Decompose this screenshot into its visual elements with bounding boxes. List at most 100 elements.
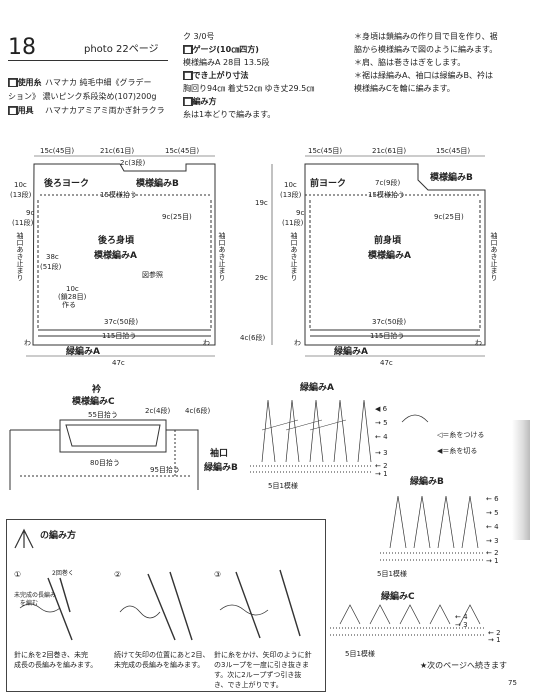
yarn-text-2: ション》 濃いピンク系段染め(107)200g	[8, 92, 157, 101]
back-start-3: 作る	[62, 301, 76, 309]
edge-a-row-4: ← 4	[375, 433, 388, 441]
howto-box	[6, 519, 326, 692]
caption-2-line-2: 未完成の長編みを編みます。	[114, 661, 205, 669]
caption-3-line-4: き、でき上がりです。	[214, 681, 283, 689]
step-3-num: ③	[214, 570, 222, 579]
back-side-left2: (11段)	[12, 219, 34, 227]
front-side-left2: (11段)	[282, 219, 304, 227]
howto-title: の編み方	[40, 531, 77, 541]
edge-c-row-1: → 1	[488, 636, 501, 644]
back-side-left: 9c	[26, 209, 35, 217]
photo-reference: photo 22ページ	[84, 44, 159, 55]
method-value: 糸は1本どりで編みます。	[183, 110, 276, 119]
collar-pick: 55目拾う	[88, 411, 118, 419]
collar-depth: 2c(4段)	[145, 407, 171, 415]
back-shoulder-left2: (13段)	[10, 191, 32, 199]
tools-label: ■用具	[8, 106, 34, 115]
edge-b-row-2: ← 2	[486, 549, 499, 557]
label-wrap: 2回巻く	[52, 570, 74, 577]
edge-a-title: 緑編みA	[300, 383, 334, 393]
finished-value: 胸回り94㎝ 着丈52㎝ ゆき丈29.5㎝	[183, 84, 315, 93]
method-label: ■編み方	[183, 97, 217, 106]
back-pattern-b: 模様編みB	[136, 179, 179, 189]
front-width: 47c	[380, 359, 393, 367]
cuff-depth: 4c(6段)	[185, 407, 211, 415]
edge-a-row-6: ◀ 6	[375, 405, 388, 413]
back-pattern: 模様編みA	[94, 251, 137, 261]
front-side-mark-right: わ	[475, 339, 482, 347]
front-hem: 緑編みA	[334, 347, 368, 357]
back-side-right: 9c(25目)	[162, 213, 192, 221]
back-hem: 緑編みA	[66, 347, 100, 357]
edge-c-repeat: 5目1模様	[345, 650, 375, 658]
gauge-value: 模様編みA 28目 13.5段	[183, 58, 270, 67]
label-unfinished-2: を編む	[20, 600, 39, 607]
edge-a-row-1: → 1	[375, 470, 388, 478]
edge-a-row-3: → 3	[375, 449, 388, 457]
caption-3-line-1: 針に糸をかけ、矢印のように針	[214, 651, 312, 659]
pattern-number: 18	[8, 35, 36, 60]
note-1: ＊身頃は鎖編みの作り目で目を作り、裾	[354, 32, 498, 41]
back-neck-depth: 2c(3段)	[120, 159, 146, 167]
front-pattern: 模様編みA	[368, 251, 411, 261]
tools-text: ハマナカアミアミ両かぎ針ラクラ	[45, 106, 165, 115]
note-4: ＊裾は緑編みA、袖口は緑編みB、衿は	[354, 71, 493, 80]
label-unfinished: 未完成の長編み	[14, 592, 57, 599]
caption-1-line-2: 成長の長編みを編みます。	[14, 661, 98, 669]
back-shoulder-left: 10c	[14, 181, 27, 189]
step-2-num: ②	[114, 570, 122, 579]
front-height-yoke: 19c	[255, 199, 268, 207]
edge-b-row-6: ← 6	[486, 495, 499, 503]
edge-b-title: 緑編みB	[410, 477, 444, 487]
edge-c-row-3: → 3	[455, 621, 468, 629]
edge-b-row-5: → 5	[486, 509, 499, 517]
caption-3-line-2: の3ループを一度に引き抜きま	[214, 661, 310, 669]
front-shoulder-left2: (13段)	[280, 191, 302, 199]
binding-shadow	[512, 420, 530, 540]
edge-b-row-4: ← 4	[486, 523, 499, 531]
back-height2: (51段)	[40, 263, 62, 271]
note-3: ＊肩、脇は巻きはぎをします。	[354, 58, 466, 67]
back-height: 38c	[46, 253, 59, 261]
back-ref: 図参照	[142, 271, 163, 279]
edge-a-row-2: ← 2	[375, 462, 388, 470]
back-width: 47c	[112, 359, 125, 367]
back-bottom-pick: 115目拾う	[102, 332, 137, 340]
yarn-text-1: ハマナカ 純毛中細《グラデー	[45, 78, 152, 87]
yarn-label: ■使用糸	[8, 78, 42, 87]
front-bottom-pick: 115目拾う	[370, 332, 405, 340]
caption-3-line-3: す。次に2ループずつ引き抜	[214, 671, 302, 679]
note-5: 模様編みCを輪に編みます。	[354, 84, 455, 93]
back-armhole-right: 袖口あき止まり	[218, 232, 226, 281]
back-pickup: 15模様拾う	[100, 191, 137, 199]
caption-2-line-1: 続けて矢印の位置にあと2目、	[114, 651, 210, 659]
front-hem-height: 4c(6段)	[240, 334, 266, 342]
finished-label: ■でき上がり寸法	[183, 71, 249, 80]
front-title: 前身頃	[374, 236, 402, 246]
page-number: 75	[508, 679, 517, 687]
front-top-dim-3: 15c(45目)	[436, 147, 471, 155]
back-top-dim-3: 15c(45目)	[165, 147, 200, 155]
step-1-num: ①	[14, 570, 22, 579]
caption-1-line-1: 針に糸を2回巻き、未完	[14, 651, 88, 659]
cuff-pattern: 緑編みB	[204, 463, 238, 473]
back-start-2: (鎖28目)	[58, 293, 87, 301]
edge-b-row-3: → 3	[486, 537, 499, 545]
collar-pattern: 模様編みC	[72, 397, 115, 407]
cuff-title: 袖口	[210, 449, 229, 459]
collar-bottom-pick: 80目拾う	[90, 459, 120, 467]
front-pickup: 15模様拾う	[368, 191, 405, 199]
front-side-mark-left: わ	[294, 339, 301, 347]
back-start-1: 10c	[66, 285, 79, 293]
front-armhole-left: 袖口あき止まり	[290, 232, 298, 281]
back-yoke-label: 後ろヨーク	[44, 179, 90, 189]
edge-c-row-4: ← 4	[455, 613, 468, 621]
edge-a-legend-join: ◁＝糸をつける	[437, 431, 485, 439]
front-top-dim-1: 15c(45目)	[308, 147, 343, 155]
header-rule	[8, 60, 168, 61]
front-yoke-label: 前ヨーク	[310, 179, 347, 189]
front-height-total: 29c	[255, 274, 268, 282]
front-armhole-right: 袖口あき止まり	[490, 232, 498, 281]
continue-note: ★次のページへ続きます	[420, 661, 508, 670]
